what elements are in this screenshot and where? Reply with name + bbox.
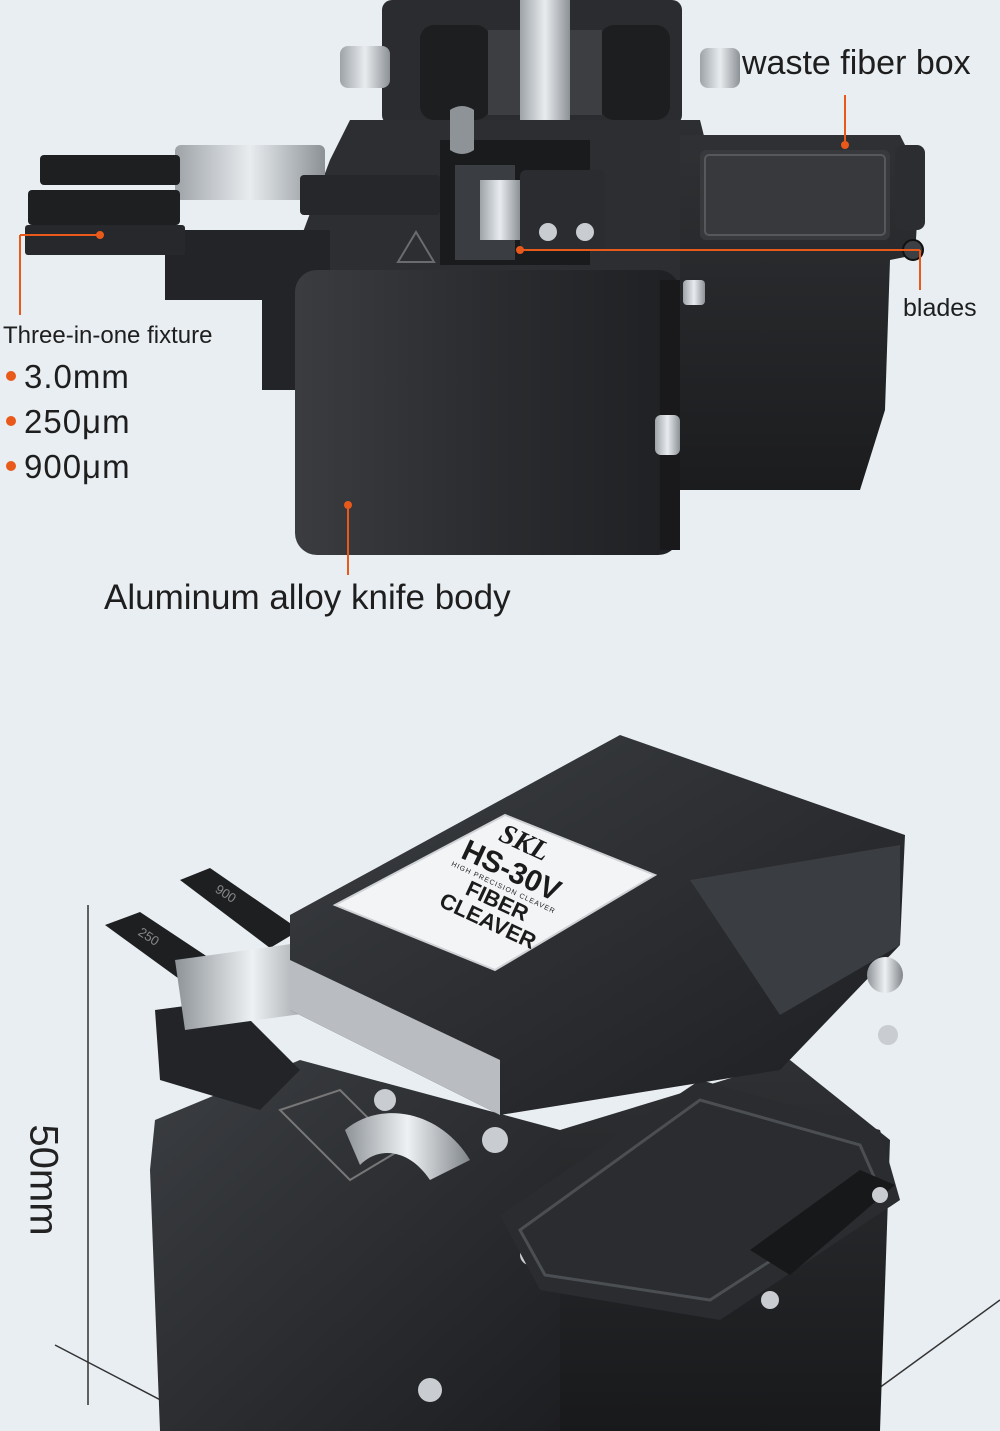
- fixture-size-label: 250μm: [24, 403, 131, 440]
- blades-label: blades: [903, 294, 977, 322]
- fixture-size-label: 900μm: [24, 448, 131, 485]
- knife-body-block: [295, 270, 680, 555]
- height-dimension-label: 50mm: [21, 1124, 66, 1236]
- fixture-title-label: Three-in-one fixture: [3, 322, 213, 349]
- fixture-size-item: 900μm: [6, 448, 131, 486]
- fixture-size-item: 250μm: [6, 403, 131, 441]
- bullet-icon: [6, 371, 16, 382]
- top-mechanism: [340, 0, 740, 135]
- fixture-size-item: 3.0mm: [6, 358, 130, 396]
- waste-fiber-box: [655, 135, 925, 490]
- callout-leader-lines: [19, 95, 921, 575]
- bullet-icon: [6, 461, 16, 472]
- top-fixture-slots: [25, 155, 440, 255]
- cleaver-top-lid: [290, 735, 905, 1115]
- product-label: [332, 813, 658, 972]
- fixture-size-label: 3.0mm: [24, 358, 130, 395]
- knife-body-label: Aluminum alloy knife body: [104, 578, 511, 617]
- cleaver-waste-box: [500, 1080, 900, 1320]
- bullet-icon: [6, 416, 16, 427]
- top-deck: [165, 106, 720, 390]
- waste-fiber-box-label: waste fiber box: [742, 44, 971, 82]
